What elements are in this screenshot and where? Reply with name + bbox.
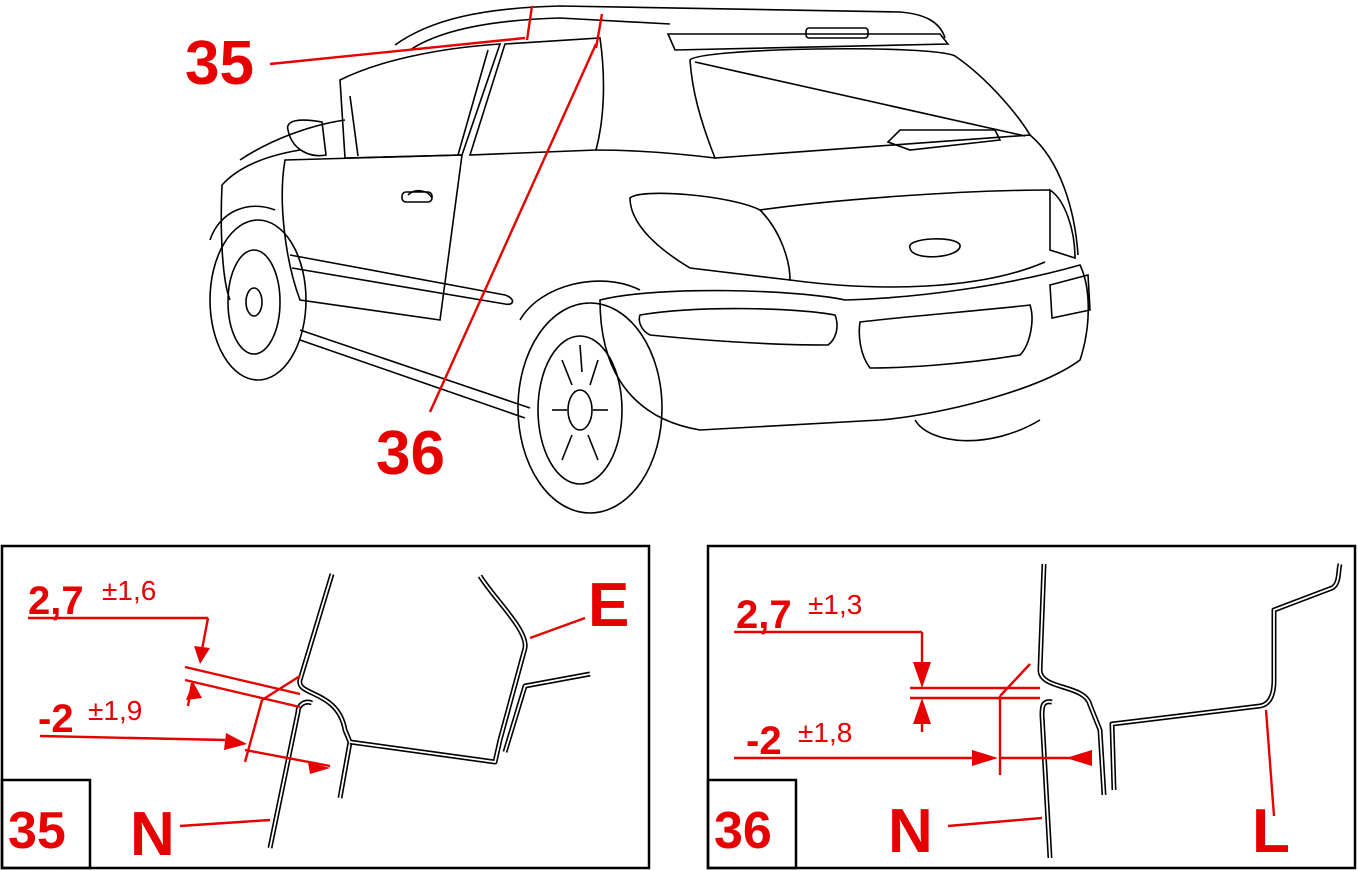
section-mark-36 [594, 13, 604, 49]
panel-35-number-box [0, 778, 92, 870]
panel-36-dim-top-value: 2,7 [736, 593, 792, 637]
panel-35-dim-bottom-value: -2 [38, 697, 74, 741]
panel-36-number-box [706, 778, 798, 870]
panel-36-number: 36 [714, 802, 772, 860]
detail-panel-35: 35 [0, 544, 651, 870]
panel-35-number: 35 [8, 802, 66, 860]
panel-36-dim-top-tolerance: ±1,3 [808, 589, 862, 620]
car-illustration [209, 5, 1091, 514]
panel-36-label-l: L [1252, 797, 1290, 866]
panel-35-label-n: N [130, 800, 175, 869]
panel-36-dimensions [734, 630, 1276, 828]
callout-35-label: 35 [185, 29, 254, 98]
panel-36-dim-bottom-tolerance: ±1,8 [798, 717, 852, 748]
panel-36-dim-bottom-value: -2 [746, 719, 782, 763]
panel-35-dim-top-tolerance: ±1,6 [102, 575, 156, 606]
leader-line-36 [428, 43, 598, 413]
panel-35-dim-bottom-tolerance: ±1,9 [88, 695, 142, 726]
section-mark-35 [525, 5, 534, 41]
panel-35-dimensions [28, 616, 586, 828]
panel-36-frame [706, 544, 1357, 870]
panel-36-profile [1037, 563, 1343, 859]
callout-36-label: 36 [376, 419, 445, 488]
panel-35-profile [267, 573, 591, 849]
car-callout-lines [269, 5, 604, 413]
panel-35-frame [0, 544, 651, 870]
panel-36-label-n: N [888, 797, 933, 866]
panel-35-label-e: E [588, 571, 629, 640]
panel-35-dim-top-value: 2,7 [28, 579, 84, 623]
leader-line-35 [269, 36, 526, 66]
detail-panel-36: 36 2,7 ±1,3 -2 [706, 544, 1357, 870]
